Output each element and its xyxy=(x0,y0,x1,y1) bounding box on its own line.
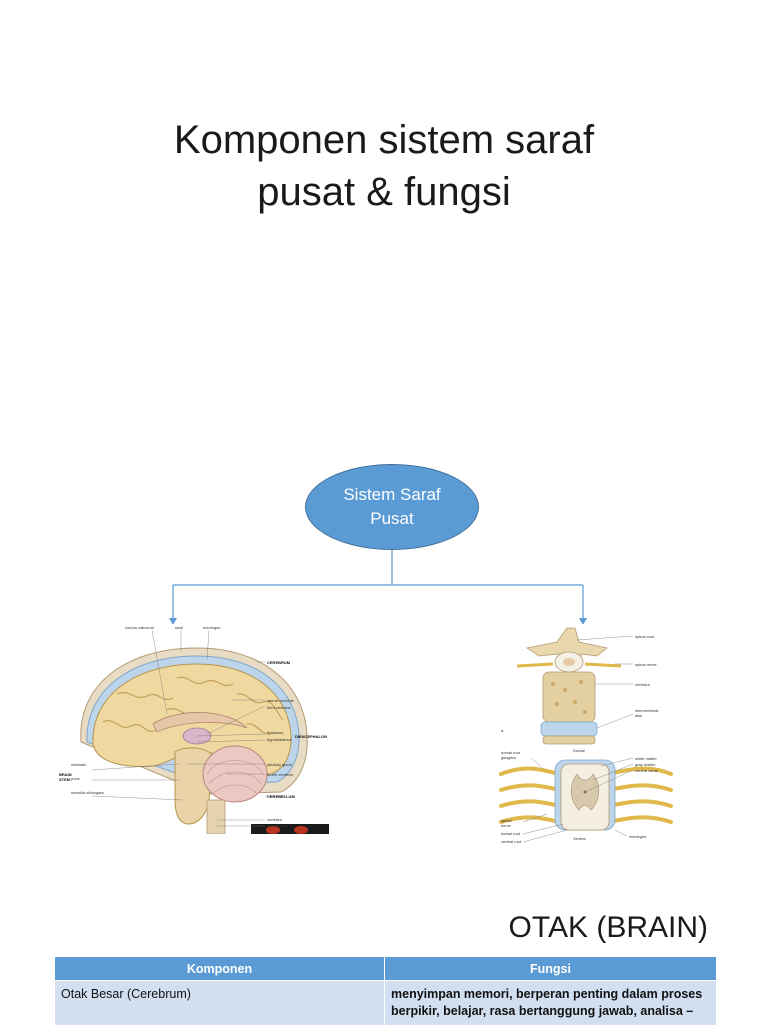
label-diencephalon: DIENCEPHALON xyxy=(295,734,327,739)
label-medulla: medulla oblongata xyxy=(71,790,104,795)
slide-title-line-1: Komponen sistem saraf xyxy=(173,118,595,162)
cell-fungsi: menyimpan memori, berperan penting dalam… xyxy=(384,980,717,1026)
slide-title-line-2: pusat & fungsi xyxy=(257,170,511,214)
label-midbrain: midbrain xyxy=(71,762,86,767)
label-dorsal-root-ganglion-2: ganglion xyxy=(501,755,516,760)
diagram-connector xyxy=(169,550,587,625)
label-ventral-root: ventral root xyxy=(501,839,522,844)
cell-fungsi-line-1: menyimpan memori, berperan penting dalam… xyxy=(391,987,703,1001)
table-header-row: Komponen Fungsi xyxy=(54,956,717,981)
label-spine-vertebra: vertebra xyxy=(635,682,650,687)
label-spinal-nerve-2: nerve xyxy=(501,823,512,828)
spinal-cord-illustration: spinal cord spinal nerve vertebra interv… xyxy=(497,624,675,852)
label-fourth-ventricle: fourth ventricle xyxy=(267,772,294,777)
label-dorsal-root: dorsal root xyxy=(501,831,521,836)
slide-title: Komponen sistem saraf pusat & fungsi xyxy=(0,114,768,218)
brain-sagittal-illustration: corpus callosum skull meninges CEREBRUM … xyxy=(57,624,347,834)
title-slide: Komponen sistem saraf pusat & fungsi xyxy=(0,0,768,420)
root-node-line-2: Pusat xyxy=(370,509,414,528)
label-meninges: meninges xyxy=(203,625,220,630)
label-spine-cord: spinal cord xyxy=(635,634,654,639)
label-vertebra: vertebra xyxy=(267,817,282,822)
label-cerebellum: CEREBELLUM xyxy=(267,794,295,799)
section-heading: OTAK (BRAIN) xyxy=(508,911,708,944)
label-pons: pons xyxy=(71,776,80,781)
label-gray-matter: gray matter xyxy=(635,762,656,767)
label-lateral-ventricle: lateral ventricle xyxy=(267,698,295,703)
arrow-left-icon xyxy=(169,618,177,625)
label-brain-stem-2: STEM xyxy=(59,777,71,782)
label-dorsal-root-ganglion-1: dorsal root xyxy=(501,750,521,755)
label-ventral: Ventral xyxy=(573,836,586,841)
label-spinal-cord: spinal cord xyxy=(267,823,286,828)
root-node: Sistem Saraf Pusat xyxy=(305,464,479,550)
component-function-table: Komponen Fungsi Otak Besar (Cerebrum) me… xyxy=(54,956,717,1026)
label-spine-meninges: meninges xyxy=(629,834,646,839)
cell-fungsi-line-2: berpikir, belajar, rasa bertanggung jawa… xyxy=(391,1004,694,1018)
label-corpus-callosum: corpus callosum xyxy=(125,625,155,630)
label-skull: skull xyxy=(175,625,183,630)
header-komponen: Komponen xyxy=(54,956,385,981)
inset-photo xyxy=(251,824,329,834)
cell-komponen: Otak Besar (Cerebrum) xyxy=(54,980,385,1026)
header-fungsi: Fungsi xyxy=(384,956,717,981)
table-row: Otak Besar (Cerebrum) menyimpan memori, … xyxy=(54,980,717,1026)
label-intervertebral-2: disk xyxy=(635,713,642,718)
root-node-line-1: Sistem Saraf xyxy=(343,485,441,504)
label-spinal-nerve-1: spinal xyxy=(501,818,512,823)
label-cerebrum: CEREBRUM xyxy=(267,660,291,665)
label-pituitary: pituitary gland xyxy=(267,762,292,767)
label-intervertebral-1: intervertebral xyxy=(635,708,658,713)
label-spine-nerve: spinal nerve xyxy=(635,662,657,667)
label-dorsal: Dorsal xyxy=(573,748,585,753)
label-white-matter: white matter xyxy=(635,756,657,761)
label-central-canal: central canal xyxy=(635,768,658,773)
label-brain-stem-1: BRAIN xyxy=(59,772,72,777)
label-third-ventricle: third ventricle xyxy=(267,705,292,710)
arrow-right-icon xyxy=(579,618,587,625)
content-slide: Sistem Saraf Pusat xyxy=(0,420,768,1026)
label-hypothalamus: hypothalamus xyxy=(267,737,292,742)
label-thalamus: thalamus xyxy=(267,730,283,735)
label-panel-a: a. xyxy=(501,728,504,733)
